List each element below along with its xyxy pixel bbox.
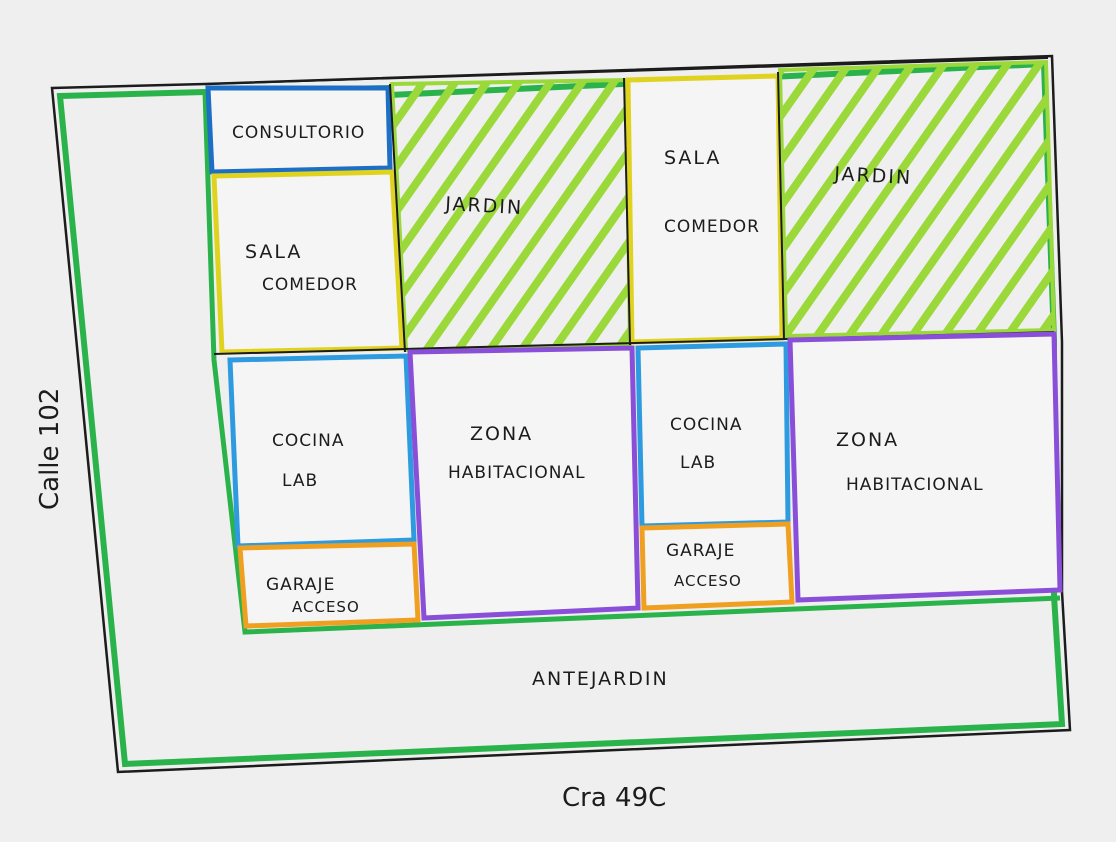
hab-right-label-1: ZONA bbox=[836, 429, 899, 451]
sala-left-label-1: SALA bbox=[245, 241, 302, 263]
street-left-label: Calle 102 bbox=[35, 388, 65, 510]
cocina-lab-left-room bbox=[227, 353, 417, 549]
zona-habitacional-left-room bbox=[407, 345, 641, 621]
hab-left-label-1: ZONA bbox=[470, 423, 533, 445]
garaje-acceso-right-room bbox=[639, 521, 795, 611]
grid-line-2 bbox=[623, 77, 631, 346]
cocina-right-label-2: LAB bbox=[680, 453, 716, 473]
jardin-left-label: JARDIN bbox=[444, 193, 524, 219]
jardin-right-area bbox=[777, 59, 1057, 339]
zona-habitacional-right-room bbox=[787, 331, 1063, 603]
consultorio-label: CONSULTORIO bbox=[232, 123, 365, 143]
cocina-left-label-1: COCINA bbox=[272, 431, 344, 451]
cocina-right-label-1: COCINA bbox=[670, 415, 742, 435]
grid-line-3 bbox=[777, 71, 785, 341]
cocina-left-label-2: LAB bbox=[282, 471, 318, 491]
garaje-left-label-2: ACCESO bbox=[292, 598, 360, 616]
sala-right-label-1: SALA bbox=[664, 147, 721, 169]
garaje-acceso-left-room bbox=[237, 541, 421, 629]
building-footprint-line bbox=[202, 91, 1061, 635]
hab-right-label-2: HABITACIONAL bbox=[846, 475, 984, 495]
street-bottom-label: Cra 49C bbox=[562, 783, 666, 813]
garaje-right-label-1: GARAJE bbox=[666, 541, 735, 561]
grid-line-1 bbox=[389, 83, 406, 353]
hab-left-label-2: HABITACIONAL bbox=[448, 463, 586, 483]
top-row-grid bbox=[204, 57, 1049, 85]
sala-comedor-left-room bbox=[211, 169, 405, 355]
garaje-right-label-2: ACCESO bbox=[674, 572, 742, 590]
sala-left-label-2: COMEDOR bbox=[262, 275, 358, 295]
sala-comedor-right-room bbox=[625, 73, 785, 345]
consultorio-room bbox=[205, 85, 393, 175]
jardin-right-label: JARDIN bbox=[833, 163, 913, 189]
garaje-left-label-1: GARAJE bbox=[266, 575, 335, 595]
sala-right-label-2: COMEDOR bbox=[664, 217, 760, 237]
cocina-lab-right-room bbox=[635, 341, 791, 529]
antejardin-label: ANTEJARDIN bbox=[532, 668, 669, 690]
